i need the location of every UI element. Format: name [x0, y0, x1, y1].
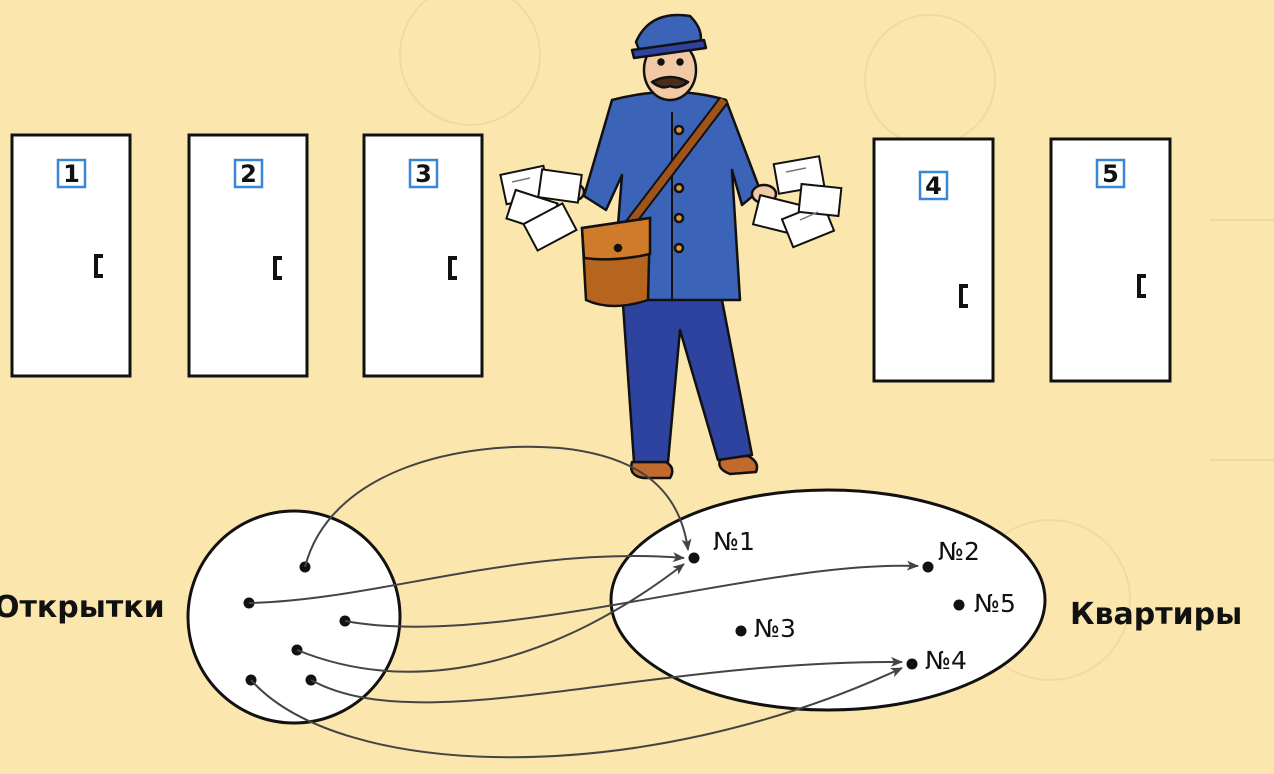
letter-icon [499, 155, 843, 252]
door-handle-icon [273, 256, 282, 280]
flats-set [609, 488, 1047, 712]
door-number: 5 [1102, 160, 1119, 188]
flat-label-4: №4 [925, 646, 967, 675]
door-1: 1 [10, 133, 132, 378]
mail-bag-icon [580, 216, 652, 308]
arrow-postcard-to-flat-4 [310, 656, 903, 704]
flat-label-5: №5 [974, 589, 1016, 618]
door-number: 3 [415, 160, 432, 188]
arrow-postcard-to-flat-1 [304, 445, 692, 568]
door-2: 2 [187, 133, 309, 378]
door-handle-icon [94, 254, 103, 278]
door-4: 4 [872, 137, 995, 383]
flat-point-4 [906, 658, 918, 670]
postcards-set [186, 509, 402, 725]
flat-label-1: №1 [713, 527, 755, 556]
flat-point-2 [922, 561, 934, 573]
flat-point-3 [735, 625, 747, 637]
door-handle-icon [448, 256, 457, 280]
postcards-label: Открытки [0, 590, 165, 625]
flat-label-3: №3 [754, 614, 796, 643]
flat-label-2: №2 [938, 537, 980, 566]
door-handle-icon [959, 284, 968, 308]
flats-label: Квартиры [1070, 597, 1242, 632]
door-3: 3 [362, 133, 484, 378]
flat-points [688, 552, 965, 670]
flat-point-5 [953, 599, 965, 611]
letter-lines [511, 167, 819, 221]
door-number: 2 [240, 160, 257, 188]
flat-point-1 [688, 552, 700, 564]
arrow-postcard-to-flat-4 [250, 667, 903, 759]
door-handle-icon [1137, 274, 1146, 298]
arrow-postcard-to-flat-1 [296, 563, 685, 673]
arrow-postcard-to-flat-1 [248, 552, 685, 604]
door-number: 1 [63, 160, 80, 188]
door-5: 5 [1049, 137, 1172, 383]
door-number: 4 [925, 172, 942, 200]
mapping-arrows [248, 445, 919, 759]
